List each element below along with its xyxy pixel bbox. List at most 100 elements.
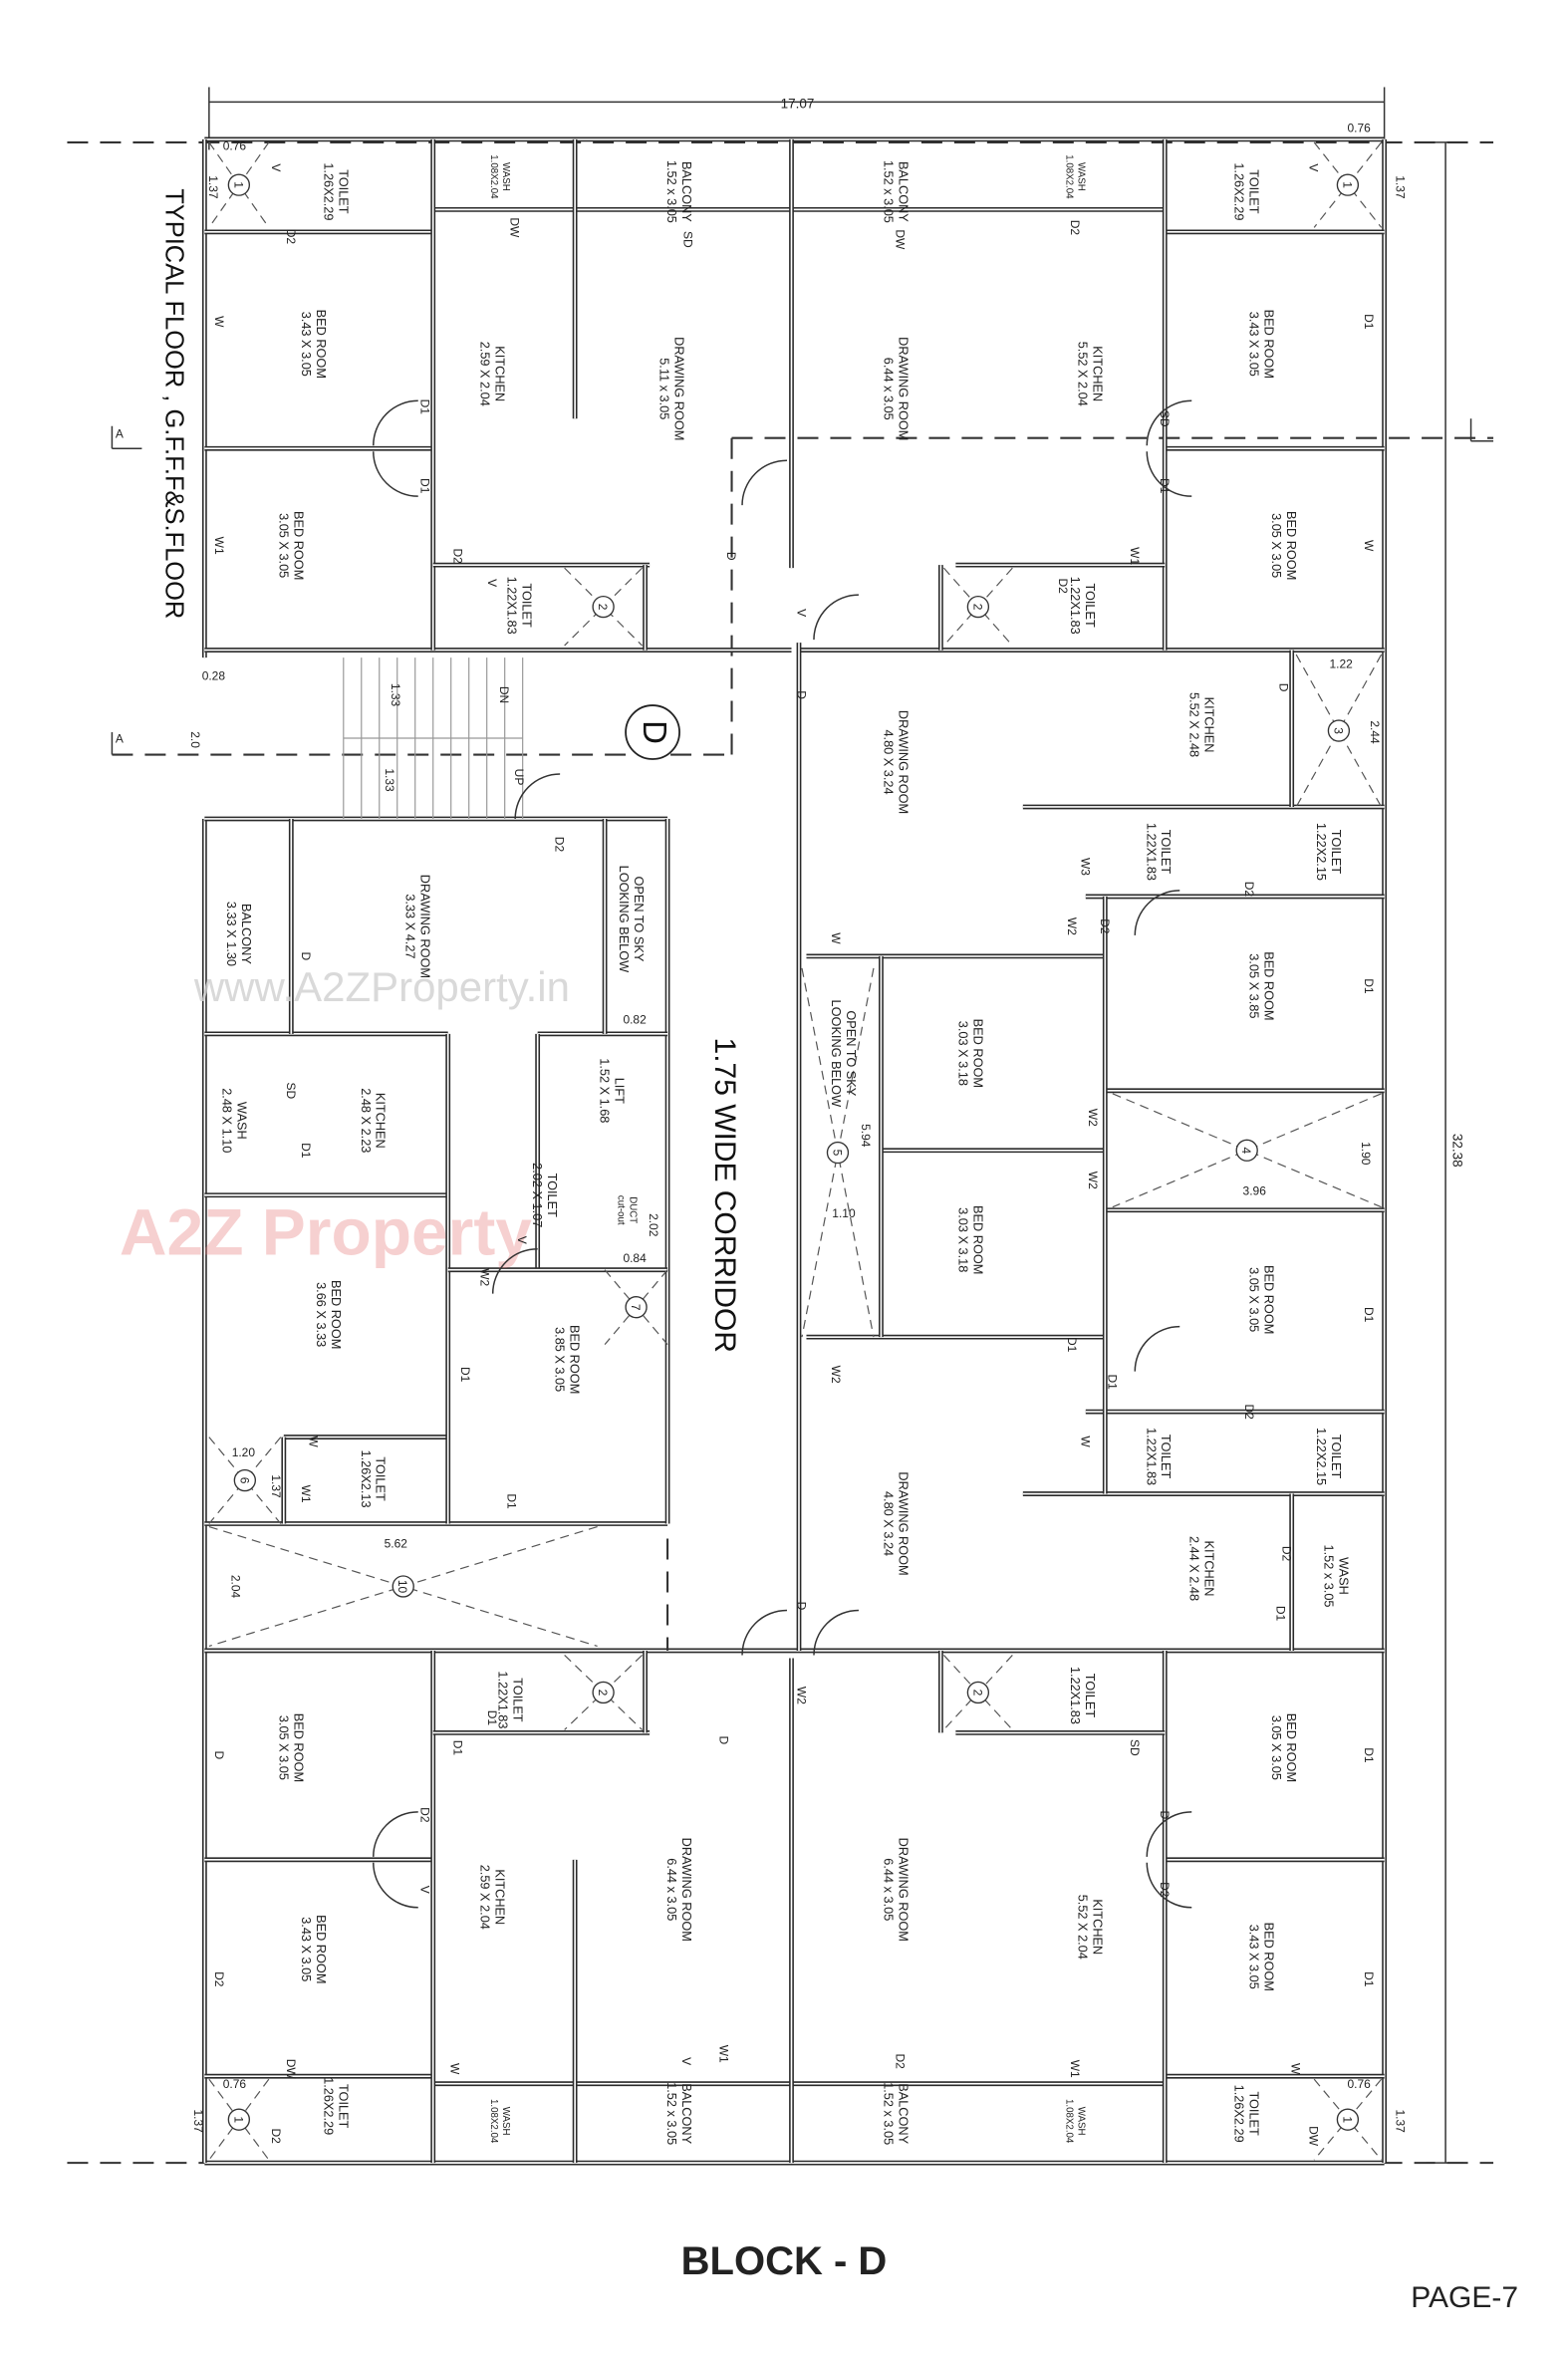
room-name: TOILET: [1159, 830, 1174, 875]
duct-number: 3: [1331, 727, 1345, 734]
room-size: 3.43 X 3.05: [299, 312, 314, 377]
door-swing: [491, 1247, 538, 1294]
room-name: DRAWING ROOM: [896, 1838, 911, 1942]
dimension-corner-bottom-left: 0.76: [223, 2077, 247, 2091]
door-swing: [741, 1609, 787, 1656]
room-size: 5.52 X 2.48: [1187, 692, 1202, 757]
corridor-label: 1.75 WIDE CORRIDOR: [708, 1038, 741, 1353]
room-name: TOILET: [374, 1456, 389, 1501]
opening-mark: D2: [418, 1807, 432, 1823]
room-size: 5.11 x 3.05: [657, 358, 672, 419]
room-size: 1.08X2.04: [488, 154, 499, 199]
room-size: LOOKING BELOW: [617, 866, 632, 973]
room-name: BALCONY: [896, 2083, 911, 2144]
room-name: BED ROOM: [314, 1915, 329, 1983]
room-name: DRAWING ROOM: [679, 1838, 694, 1942]
opening-mark: W2: [829, 1366, 843, 1384]
room-size: 3.33 X 4.27: [403, 894, 418, 958]
door-swing: [1134, 1325, 1180, 1372]
room-size: 6.44 x 3.05: [881, 358, 896, 420]
opening-mark: V: [418, 1886, 432, 1894]
duct-number: 10: [395, 1580, 409, 1594]
door-swing: [1146, 451, 1192, 497]
opening-mark: D2: [269, 2128, 283, 2144]
room-name: DRAWING ROOM: [896, 710, 911, 814]
section-a-top: A: [116, 427, 124, 441]
room-size: 1.26X2.13: [359, 1450, 374, 1508]
room-name: KITCHEN: [493, 1869, 508, 1925]
duct-number: 6: [237, 1477, 251, 1484]
door-swing: [741, 459, 787, 506]
room-size: 3.33 X 1.30: [224, 902, 239, 966]
opening-mark: D1: [1158, 478, 1172, 494]
room-size: 1.08X2.04: [488, 2099, 499, 2144]
stair-dim-1: 1.33: [389, 683, 402, 707]
room-name: DUCT: [628, 1196, 639, 1223]
left-dim-1: 0.28: [202, 669, 226, 683]
dimension-corner-bottom-left-h: 1.37: [191, 2109, 205, 2133]
opening-mark: DW: [1307, 2126, 1321, 2147]
overall-depth: 32.38: [1450, 1134, 1465, 1168]
duct-number: 2: [596, 604, 610, 611]
opening-mark: W2: [478, 1268, 492, 1286]
opening-mark: D1: [451, 1740, 465, 1756]
room-name: DRAWING ROOM: [896, 337, 911, 440]
opening-mark: D2: [451, 548, 465, 564]
room-name: KITCHEN: [1202, 697, 1217, 753]
stair-down-label: DN: [497, 686, 511, 703]
door-swing: [813, 594, 859, 641]
duct-number-circle: [592, 1681, 615, 1704]
room-size: 1.26X2.29: [321, 2077, 336, 2135]
room-name: BED ROOM: [1262, 1923, 1277, 1991]
walls: [201, 136, 1388, 2166]
room-name: TOILET: [336, 169, 351, 214]
room-name: BED ROOM: [1262, 310, 1277, 379]
watermark-url: www.A2ZProperty.in: [193, 963, 570, 1010]
stair-up-label: UP: [512, 769, 526, 786]
opening-mark: SD: [1158, 410, 1172, 427]
opening-mark: D2: [1056, 578, 1070, 594]
room-size: 3.05 X 3.05: [276, 513, 291, 578]
opening-mark: W1: [212, 537, 226, 555]
duct-number: 1: [1340, 181, 1354, 188]
overall-width: 17.07: [781, 96, 815, 111]
room-size: 1.22X1.83: [1068, 577, 1083, 635]
opening-mark: D1: [1362, 314, 1376, 330]
room-size: 5.52 X 2.04: [1075, 1895, 1090, 1960]
duct-number: 2: [596, 1690, 610, 1697]
duct-shaft: 2: [564, 1655, 644, 1730]
duct-shaft: 7: [604, 1269, 668, 1346]
floor-title: TYPICAL FLOOR , G.F.F.F&S.FLOOR: [159, 188, 187, 619]
opening-mark: V: [269, 163, 283, 171]
room-size: 1.22X1.83: [505, 577, 520, 635]
room-size: 1.26X2.29: [1232, 162, 1247, 220]
dimension-open-sky-5-l: 5.94: [859, 1124, 873, 1148]
room-name: LIFT: [613, 1078, 628, 1104]
room-size: 3.05 X 3.05: [276, 1715, 291, 1780]
duct-number: 7: [629, 1304, 643, 1311]
duct-number-circle: [966, 595, 990, 619]
left-dim-2: 2.0: [188, 731, 202, 748]
duct-shaft: 2: [942, 1655, 1013, 1730]
duct-shaft: 1: [208, 2078, 270, 2161]
page-number: PAGE-7: [1411, 2281, 1518, 2314]
room-size: 1.22X1.83: [1144, 1428, 1159, 1485]
duct-shaft: 6: [208, 1437, 282, 1524]
room-name: BED ROOM: [1262, 1265, 1277, 1334]
